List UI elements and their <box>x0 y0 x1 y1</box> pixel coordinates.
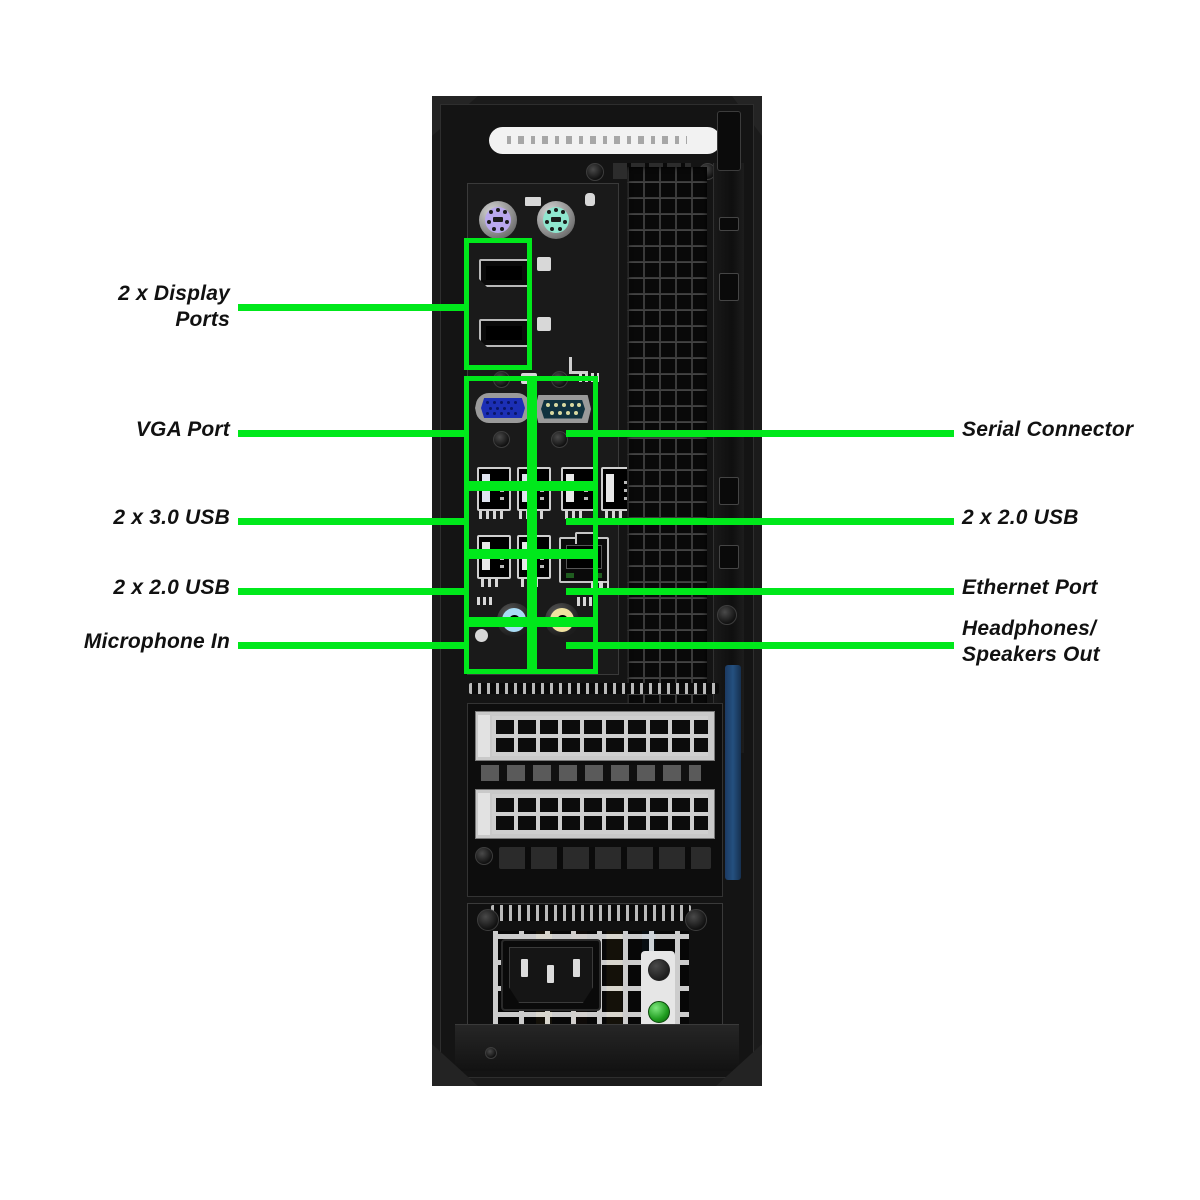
label-microphone-in: Microphone In <box>83 630 230 653</box>
slot-retention-clips <box>481 765 701 781</box>
vga-pins <box>481 398 525 418</box>
ps2-mouse-core <box>543 207 569 233</box>
label-usb-30: 2 x 3.0 USB <box>113 506 230 529</box>
highlight-box-usb20-left <box>464 554 532 622</box>
microphone-label-icon <box>477 597 493 605</box>
leader-line-serial <box>566 430 954 437</box>
leader-line-usb20-right <box>566 518 954 525</box>
leader-line-headphones <box>566 642 954 649</box>
security-lock-slot[interactable] <box>717 111 741 171</box>
chassis-screw-bottom-left <box>485 1047 497 1059</box>
side-slot-3 <box>719 477 739 505</box>
displayport-icon-1 <box>537 257 551 271</box>
ps2-keyboard-port[interactable] <box>479 201 517 239</box>
blank-slot-row <box>499 847 711 869</box>
label-usb-20-left: 2 x 2.0 USB <box>113 576 230 599</box>
highlight-box-usb30 <box>464 486 532 554</box>
chassis-screw-side <box>717 605 737 625</box>
label-ethernet-port: Ethernet Port <box>962 576 1098 599</box>
expansion-slot-cover-2[interactable] <box>475 789 715 839</box>
leader-line-displayports <box>238 304 468 311</box>
slot-bay-screw <box>475 847 493 865</box>
displayport-1[interactable] <box>479 259 529 287</box>
displayport-2[interactable] <box>479 319 529 347</box>
side-slot-4 <box>719 545 739 569</box>
ps2-mouse-port[interactable] <box>537 201 575 239</box>
label-serial-connector: Serial Connector <box>962 418 1134 441</box>
chassis-screw-top-left <box>586 163 604 181</box>
usb-icon-3 <box>481 579 501 587</box>
highlight-box-microphone <box>464 622 532 674</box>
usb-icon-2 <box>605 511 625 519</box>
label-display-ports: 2 x Display Ports <box>118 282 230 331</box>
serial-pins <box>541 399 585 419</box>
chassis-side-rail <box>713 163 744 753</box>
lower-vent-grill <box>469 683 719 694</box>
vga-port[interactable] <box>475 393 531 423</box>
psu-screw-top-right <box>685 909 707 931</box>
leader-line-usb20-left <box>238 588 468 595</box>
cover-release-handle[interactable] <box>725 665 741 880</box>
chassis-ventilation-highlights <box>627 167 707 727</box>
chassis-ventilation-grid <box>627 167 707 727</box>
highlight-box-vga <box>464 376 532 486</box>
ethernet-led-right <box>594 573 602 578</box>
psu-top-grill <box>491 905 691 921</box>
network-icon <box>591 581 609 590</box>
psu-test-button[interactable] <box>648 959 670 981</box>
psu-screw-top-left <box>477 909 499 931</box>
microphone-icon <box>475 629 488 642</box>
ps2-keyboard-core <box>485 207 511 233</box>
side-slot-2 <box>719 273 739 301</box>
label-vga-port: VGA Port <box>135 418 230 441</box>
ethernet-led-left <box>566 573 574 578</box>
serial-port[interactable] <box>535 395 591 423</box>
vga-screw-bottom <box>493 431 510 448</box>
leader-line-usb30 <box>238 518 468 525</box>
power-inlet-c14[interactable] <box>501 939 601 1011</box>
leader-line-microphone <box>238 642 468 649</box>
displayport-icon-2 <box>537 317 551 331</box>
speaker-label-icon <box>577 597 595 606</box>
ss-usb-icon-1 <box>479 511 503 519</box>
mouse-icon <box>585 193 595 206</box>
side-slot-1 <box>719 217 739 231</box>
leader-line-ethernet <box>566 588 954 595</box>
psu-status-led <box>648 1001 670 1023</box>
serial-screw-bottom <box>551 431 568 448</box>
highlight-box-displayports <box>464 238 532 370</box>
leader-line-vga <box>238 430 468 437</box>
expansion-slot-cover-1[interactable] <box>475 711 715 761</box>
service-tag-marks <box>507 136 687 144</box>
label-headphones-out: Headphones/ Speakers Out <box>962 617 1100 666</box>
keyboard-icon <box>525 197 541 206</box>
chassis-bottom-foot <box>455 1024 739 1071</box>
label-usb-20-right: 2 x 2.0 USB <box>962 506 1079 529</box>
service-tag-strip <box>489 127 721 154</box>
usb-icon-1 <box>565 511 585 519</box>
corner-marker <box>569 357 588 374</box>
